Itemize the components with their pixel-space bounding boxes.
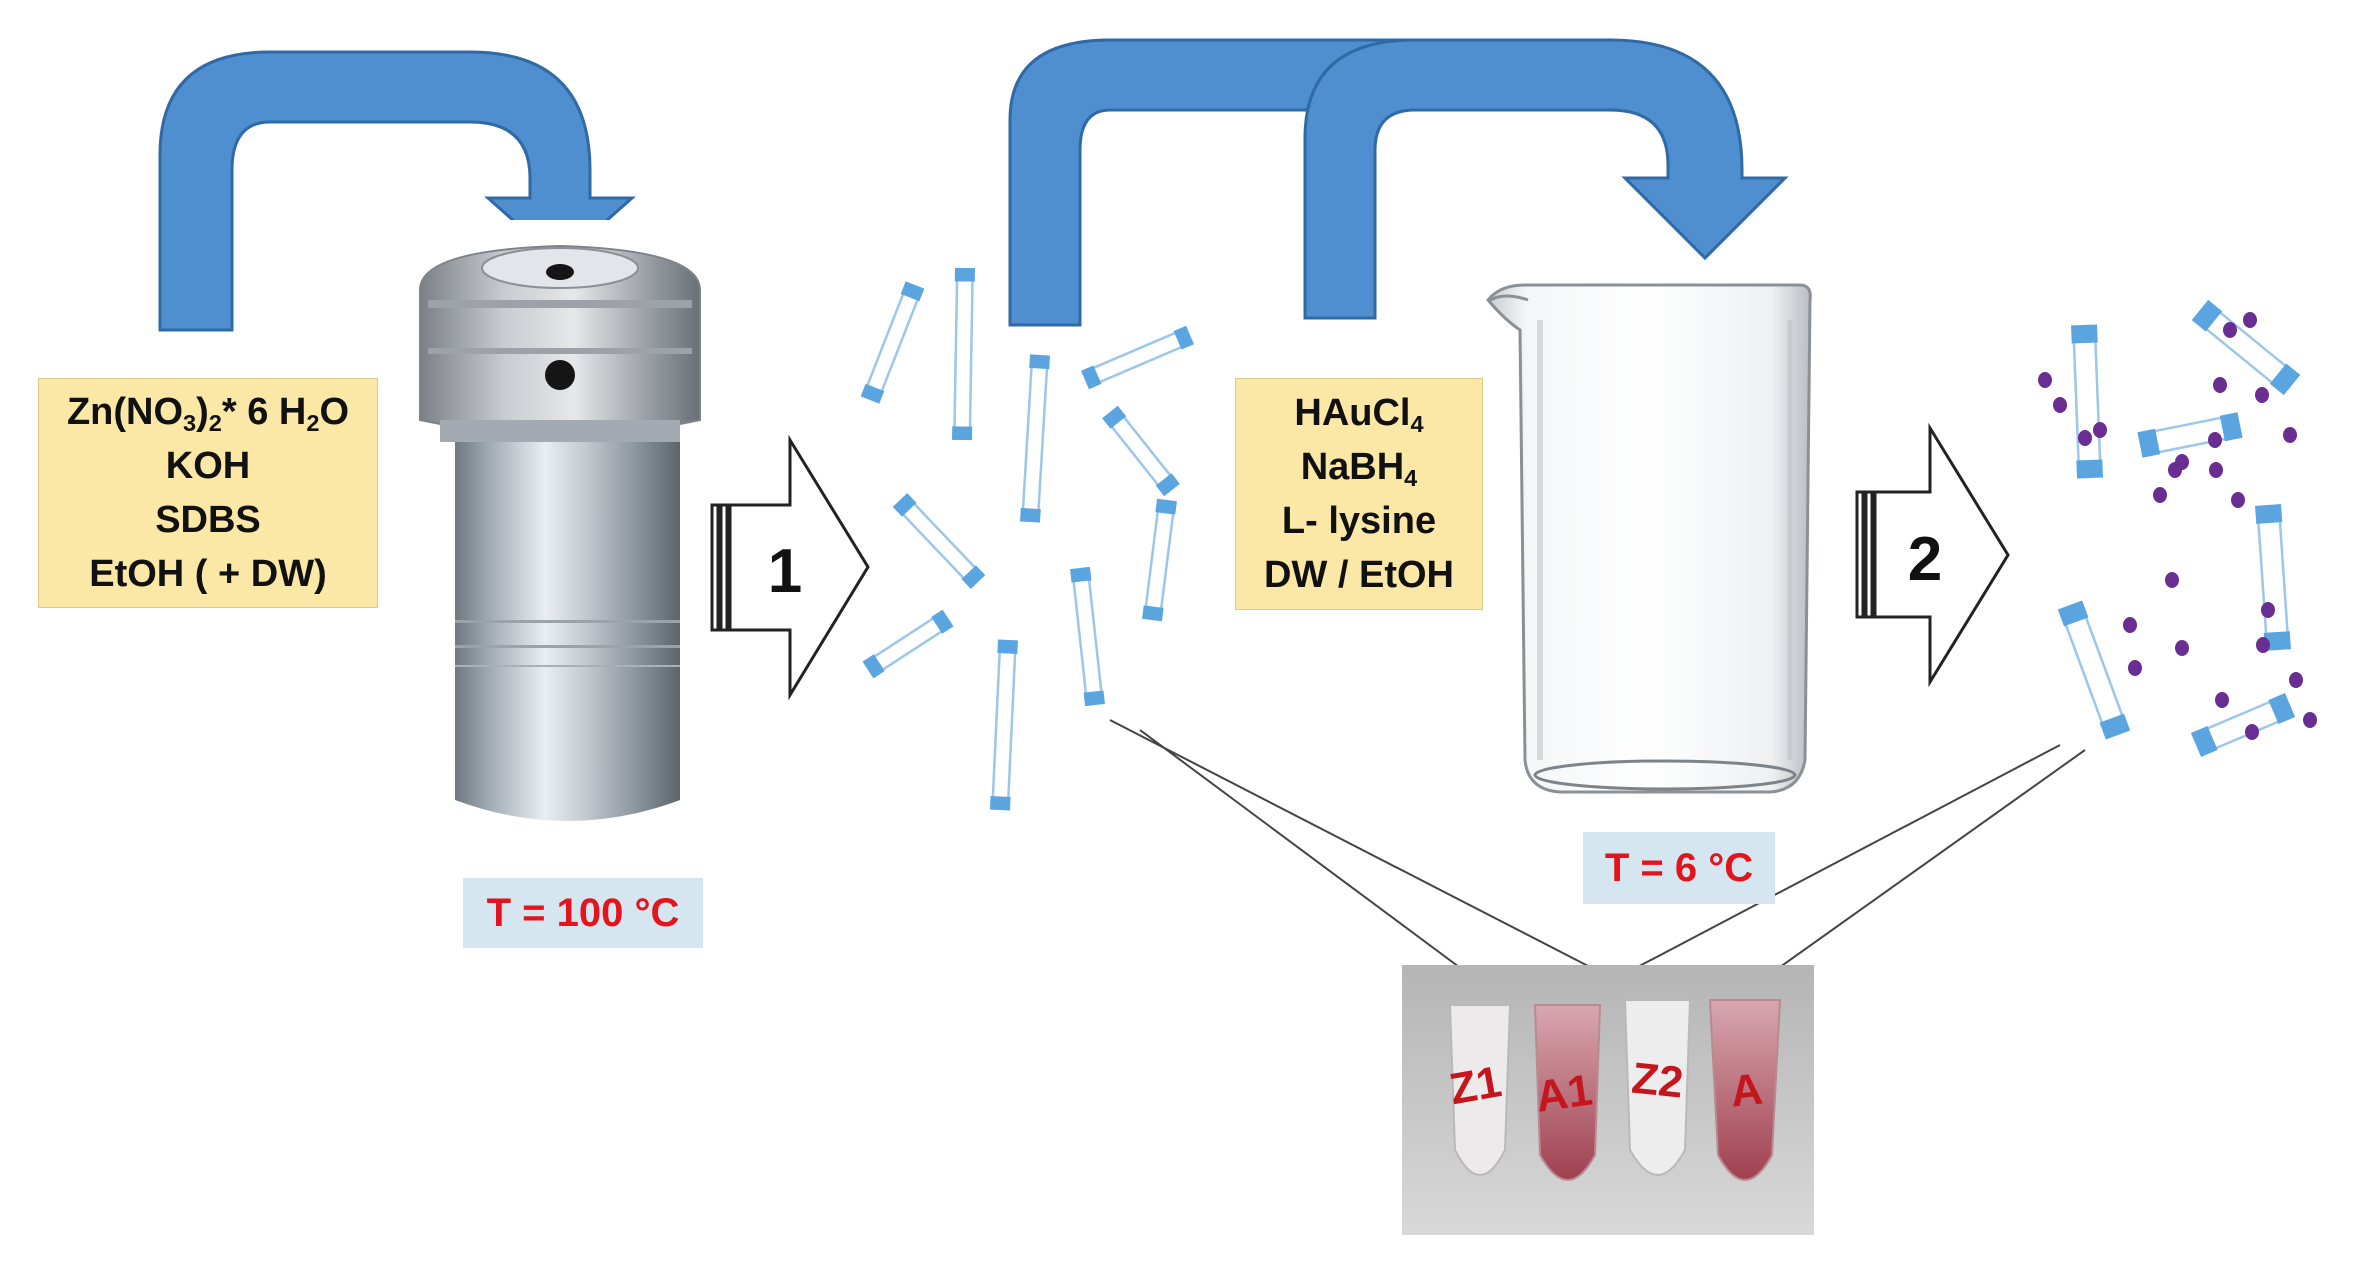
gold-nanoparticle-17 — [2261, 602, 2275, 618]
nanorod-7 — [1070, 566, 1105, 707]
gold-nanoparticle-20 — [2215, 692, 2229, 708]
gold-nanoparticle-16 — [2128, 660, 2142, 676]
gold-nanoparticle-18 — [2256, 637, 2270, 653]
gold-nanoparticle-14 — [2165, 572, 2179, 588]
tube-label-4: A — [1728, 1065, 1765, 1117]
beaker-icon — [1486, 283, 1812, 794]
reagents-box-step1: Zn(NO3)2* 6 H2O KOH SDBS EtOH ( + DW) — [38, 378, 378, 608]
gold-nanoparticle-2 — [2053, 397, 2067, 413]
gold-nanoparticle-19 — [2175, 640, 2189, 656]
temperature-label-2: T = 6 °C — [1583, 832, 1775, 904]
gold-nanoparticle-7 — [2255, 387, 2269, 403]
gold-nanoparticle-15 — [2123, 617, 2137, 633]
decorated-nanorod-3 — [2137, 412, 2243, 458]
gold-nanoparticle-24 — [2078, 430, 2092, 446]
pointer-arrows — [1109, 719, 2086, 994]
sample-tubes-photo — [1402, 965, 1814, 1235]
tube-label-1: Z1 — [1446, 1057, 1505, 1114]
reagent-dw-etoh: DW / EtOH — [1264, 554, 1454, 596]
tube-label-2: A1 — [1533, 1065, 1596, 1121]
nanorod-9 — [892, 493, 986, 589]
reagents-box-step2: HAuCl4 NaBH4 L- lysine DW / EtOH — [1235, 378, 1483, 610]
zno-nanorods — [860, 267, 1194, 811]
reagent-sdbs: SDBS — [155, 499, 261, 541]
gold-nanoparticle-23 — [2303, 712, 2317, 728]
gold-nanoparticle-6 — [2231, 492, 2245, 508]
step-arrow-1 — [710, 434, 870, 701]
nanorod-1 — [860, 281, 925, 404]
decorated-nanorod-2 — [2191, 299, 2301, 396]
nanorod-8 — [990, 639, 1018, 811]
reagent-nabh4: NaBH4 — [1300, 446, 1418, 492]
step-1-label: 1 — [768, 537, 802, 606]
tube-label-3: Z2 — [1629, 1054, 1685, 1108]
nanorod-2 — [952, 267, 975, 441]
gold-nanoparticle-13 — [2283, 427, 2297, 443]
gold-nanoparticle-11 — [2153, 487, 2167, 503]
curved-arrow-1 — [158, 50, 636, 332]
temperature-label-1: T = 100 °C — [463, 878, 703, 948]
gold-nanoparticle-8 — [2223, 322, 2237, 338]
nanorod-3 — [1020, 354, 1050, 523]
reagent-haucl4: HAuCl4 — [1294, 392, 1424, 438]
decorated-nanorod-6 — [2190, 693, 2296, 757]
nanorod-10 — [862, 609, 954, 679]
decorated-nanorod-1 — [2071, 324, 2103, 479]
gold-nanoparticle-22 — [2289, 672, 2303, 688]
gold-nanoparticle-9 — [2243, 312, 2257, 328]
gold-nanoparticle-5 — [2209, 462, 2223, 478]
gold-nanoparticle-25 — [2213, 377, 2227, 393]
gold-nanoparticle-3 — [2093, 422, 2107, 438]
decorated-nanorod-5 — [2057, 600, 2131, 740]
reagent-l-lysine: L- lysine — [1281, 500, 1437, 542]
curved-arrow-2 — [1303, 38, 1789, 320]
step-arrow-2 — [1855, 422, 2010, 688]
nanorod-5 — [1102, 405, 1180, 497]
gold-nanoparticle-21 — [2245, 724, 2259, 740]
step-2-label: 2 — [1908, 525, 1942, 594]
nanorod-6 — [1142, 498, 1177, 622]
decorated-nanorod-4 — [2255, 504, 2291, 651]
reagent-koh: KOH — [165, 445, 251, 487]
gold-nanoparticle-1 — [2038, 372, 2052, 388]
gold-nanoparticle-12 — [2208, 432, 2222, 448]
gold-nanoparticle-10 — [2168, 462, 2182, 478]
gold-decorated-nanorods — [2038, 299, 2317, 757]
nanorod-4 — [1081, 325, 1194, 390]
reagent-zinc-nitrate: Zn(NO3)2* 6 H2O — [66, 391, 350, 437]
reagent-etoh: EtOH ( + DW) — [89, 553, 327, 595]
